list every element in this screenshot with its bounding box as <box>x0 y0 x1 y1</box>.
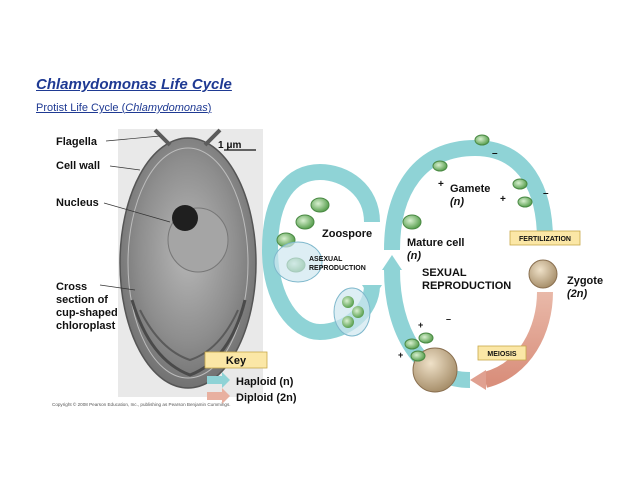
zygote-shape <box>528 259 558 289</box>
label-sexual-1: SEXUAL <box>422 267 467 279</box>
minus-sign: – <box>492 148 498 159</box>
cells <box>273 134 558 393</box>
meiosis-product <box>418 332 434 344</box>
label-gamete: Gamete <box>450 183 490 195</box>
cell <box>295 214 315 230</box>
leader-cell-wall <box>109 165 141 171</box>
label-chloroplast-3: cup-shaped <box>56 307 118 319</box>
label-meiosis: MEIOSIS <box>487 351 517 358</box>
label-chloroplast-4: chloroplast <box>56 320 116 332</box>
fertilization-box-bg <box>509 230 581 246</box>
sporangium-asexual <box>273 241 323 283</box>
label-sexual-2: REPRODUCTION <box>422 280 511 292</box>
cell <box>310 197 330 213</box>
diploid-arrow <box>482 291 553 388</box>
haploid-swatch <box>207 372 230 388</box>
cycle-labels: Zoospore ASEXUAL REPRODUCTION Mature cel… <box>309 148 603 360</box>
label-flagella: Flagella <box>56 136 98 148</box>
cell-wall-line <box>127 147 249 379</box>
micrograph <box>118 128 263 397</box>
fertilization-box: FERTILIZATION <box>509 230 581 246</box>
gamete-shape <box>517 196 533 208</box>
diploid-swatch <box>207 388 230 404</box>
label-fertilization: FERTILIZATION <box>519 236 571 243</box>
minus-sign: – <box>543 188 549 199</box>
label-zygote-ploidy: (2n) <box>567 288 588 300</box>
plus-sign: + <box>398 350 403 360</box>
label-gamete-ploidy: (n) <box>450 196 464 208</box>
diploid-arrowhead <box>470 370 486 390</box>
cell <box>342 296 354 308</box>
plus-sign: + <box>500 194 506 205</box>
label-chloroplast-1: Cross <box>56 281 87 293</box>
nucleolus-shape <box>172 205 198 231</box>
key: Key Haploid (n) Diploid (2n) <box>204 351 297 404</box>
copyright-text: Copyright © 2008 Pearson Education, Inc.… <box>52 402 231 407</box>
meiosis-box: MEIOSIS <box>477 345 527 361</box>
label-mature-cell: Mature cell <box>407 237 464 249</box>
label-chloroplast-2: section of <box>56 294 108 306</box>
label-mature-ploidy: (n) <box>407 250 421 262</box>
gamete-shape <box>474 134 490 146</box>
key-title-bg <box>204 351 268 369</box>
label-zygote: Zygote <box>567 275 603 287</box>
label-scale: 1 μm <box>218 140 241 151</box>
key-haploid: Haploid (n) <box>236 376 294 388</box>
subtitle-suffix: ) <box>207 102 212 114</box>
subtitle-italic: Chlamydomonas <box>125 102 208 114</box>
leader-chloroplast <box>99 284 136 291</box>
label-asexual-1: ASEXUAL <box>309 256 343 263</box>
leader-flagella <box>105 135 161 142</box>
flagella-shape <box>153 128 222 147</box>
meiosis-product <box>410 350 426 362</box>
plus-sign: + <box>418 320 423 330</box>
leader-nucleus <box>103 202 171 223</box>
page-title: Chlamydomonas Life Cycle <box>36 76 232 93</box>
asexual-arrowhead <box>362 285 382 300</box>
label-nucleus: Nucleus <box>56 197 99 209</box>
cell <box>342 316 354 328</box>
haploid-arrow-top <box>384 139 553 251</box>
micrograph-labels: Flagella Cell wall Nucleus Cross section… <box>56 135 241 332</box>
page-subtitle: Protist Life Cycle (Chlamydomonas) <box>36 102 211 114</box>
chloroplast-shape <box>130 299 247 377</box>
haploid-arrowhead <box>382 255 402 270</box>
plus-sign: + <box>438 179 444 190</box>
minus-sign: – <box>446 314 451 324</box>
meiosis-box-bg <box>477 345 527 361</box>
key-title: Key <box>226 355 247 367</box>
gamete-shape <box>512 178 528 190</box>
subtitle-prefix: Protist Life Cycle ( <box>36 102 126 114</box>
label-asexual-2: REPRODUCTION <box>309 265 366 272</box>
mature-cell-shape <box>402 214 422 230</box>
cell <box>352 306 364 318</box>
key-diploid: Diploid (2n) <box>236 392 297 404</box>
label-zoospore: Zoospore <box>322 228 372 240</box>
meiosis-product <box>404 338 420 350</box>
chloroplast-inner <box>139 309 239 362</box>
label-cell-wall: Cell wall <box>56 160 100 172</box>
gamete-shape <box>432 160 448 172</box>
